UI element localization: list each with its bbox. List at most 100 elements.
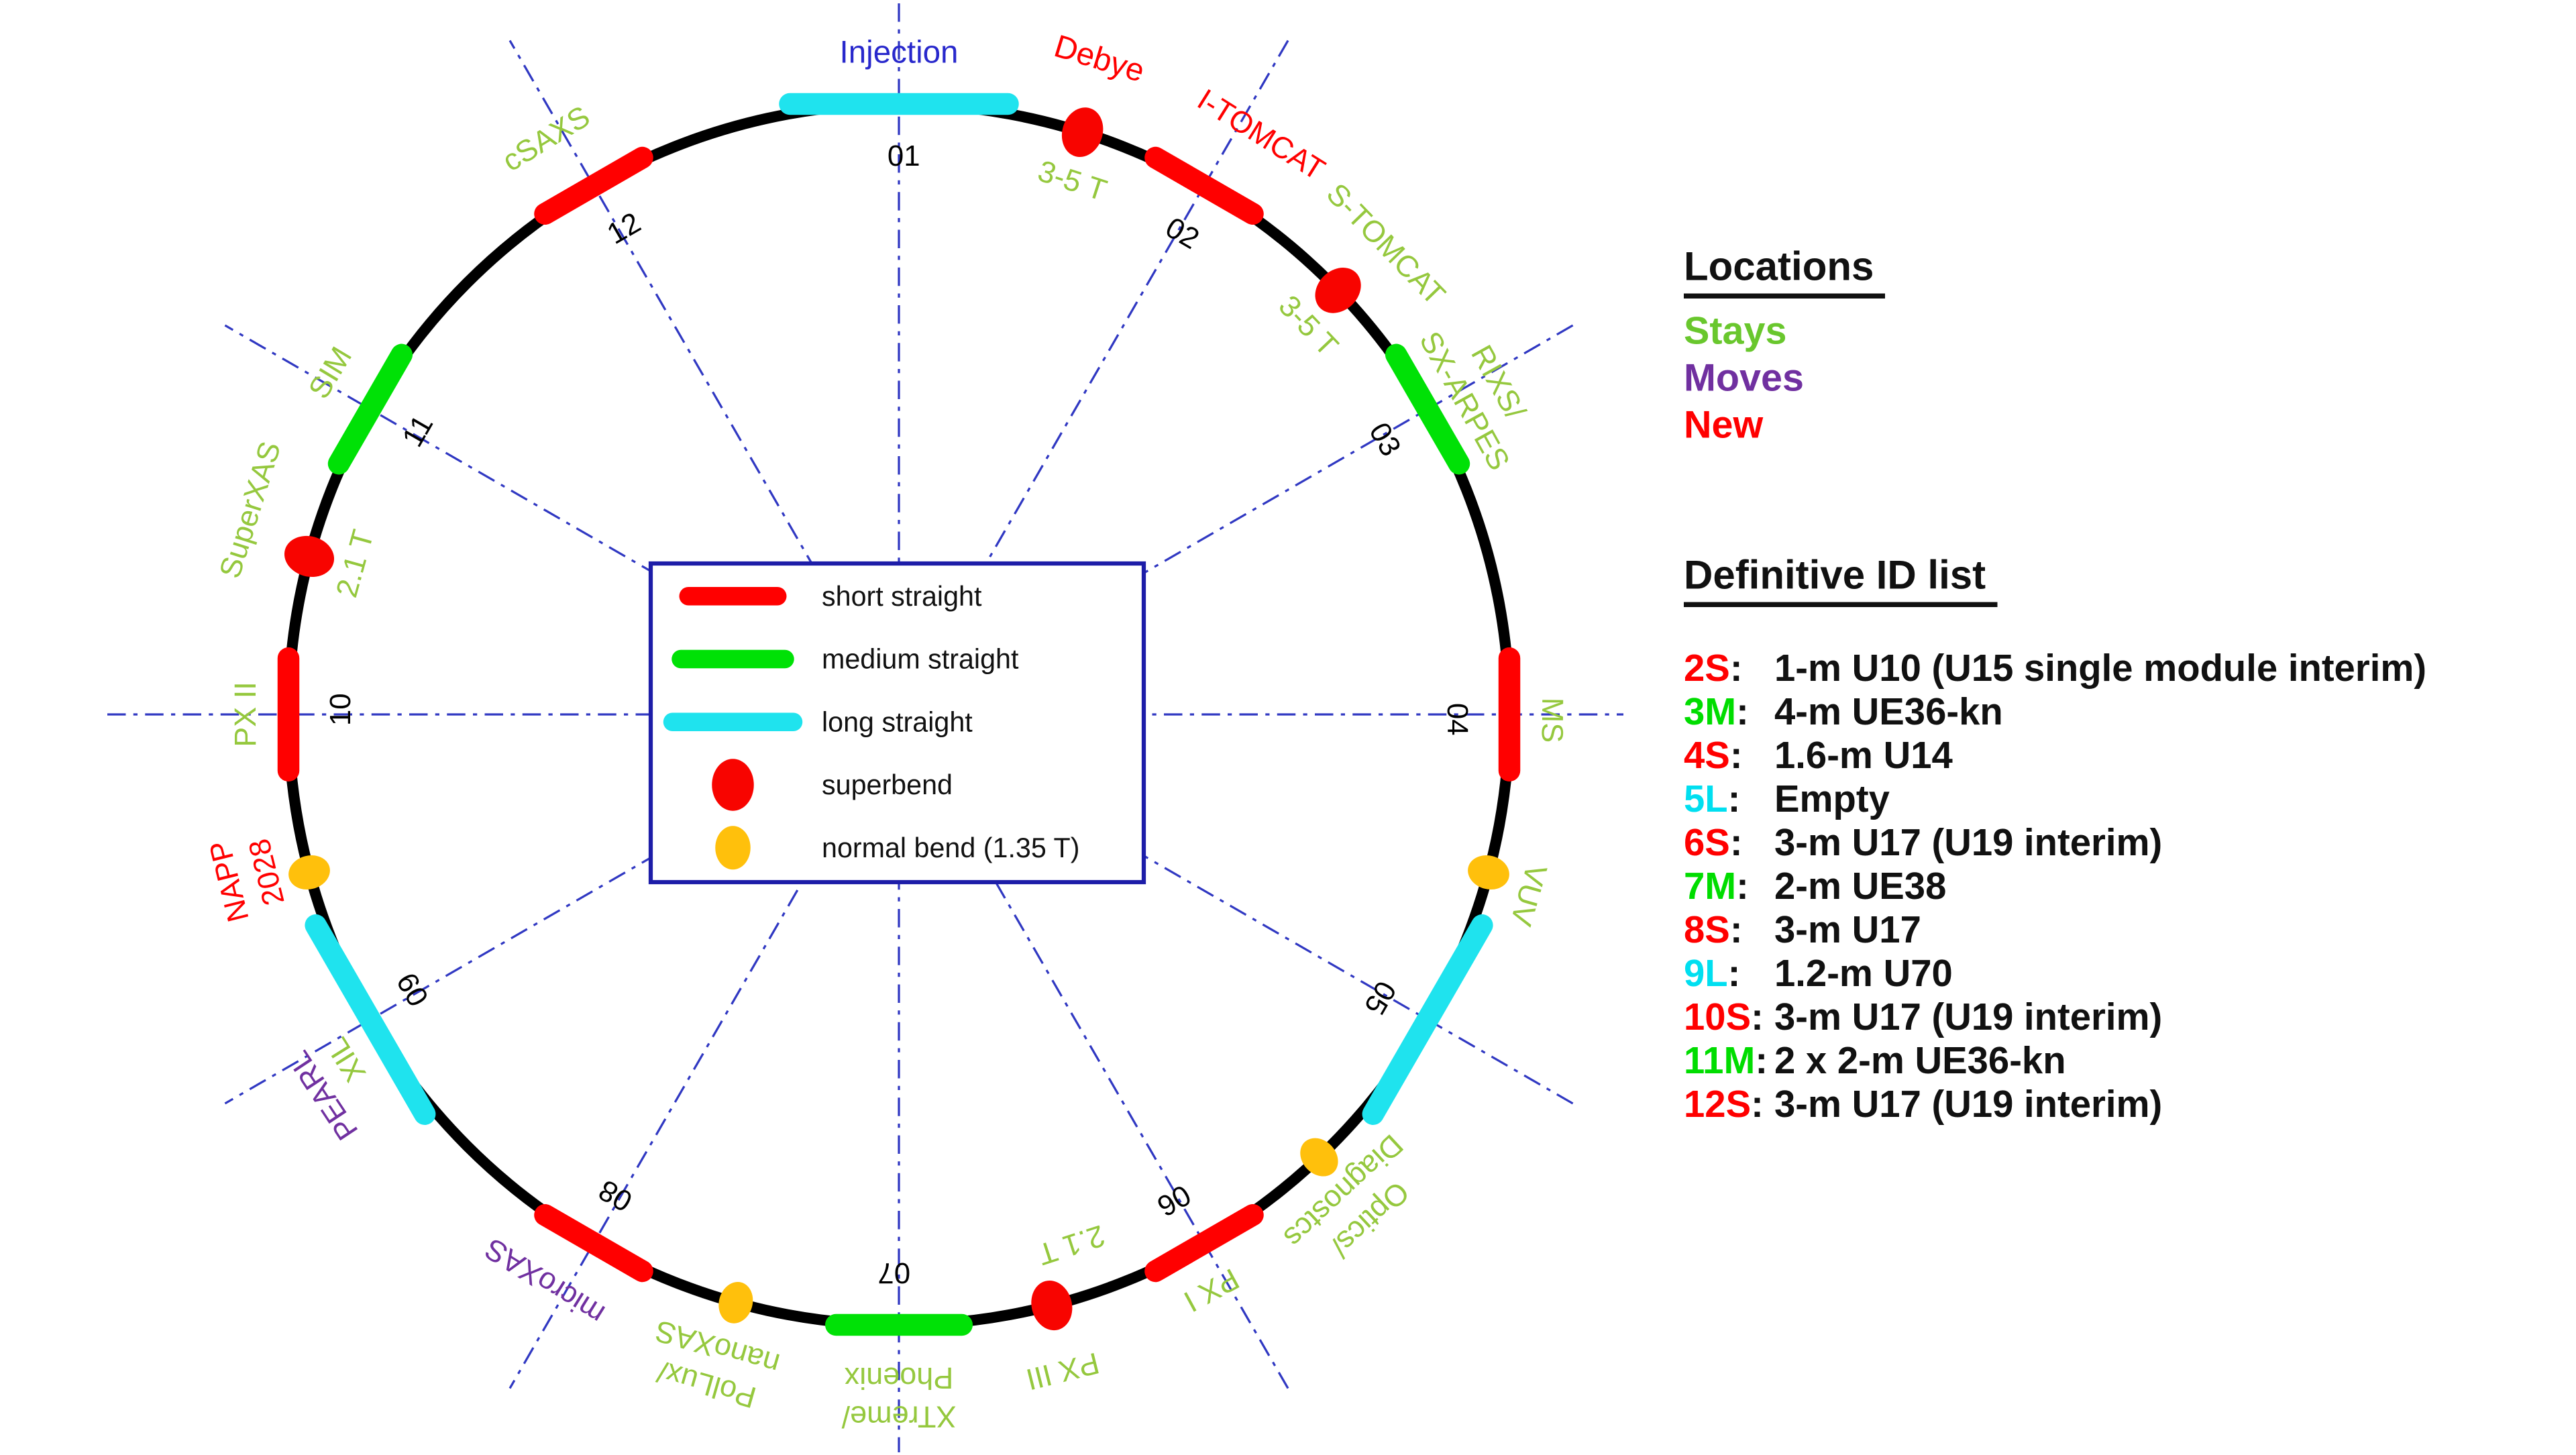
id-list-row-6s: 6S: 3-m U17 (U19 interim) — [1684, 822, 2426, 865]
sector-number-11: 11 — [396, 410, 439, 453]
locations-item-stays: Stays — [1684, 309, 1787, 352]
id-list-value: 3-m U17 (U19 interim) — [1774, 1083, 2163, 1126]
straight-sections — [277, 93, 1521, 1336]
label-debye-field: 3-5 T — [1034, 153, 1111, 207]
sector-axis-60deg — [224, 324, 1574, 1105]
id-list-value: 3-m U17 (U19 interim) — [1774, 822, 2163, 864]
legend-group: short straight medium straight long straig… — [648, 561, 1146, 885]
straight-11-medium — [327, 343, 413, 475]
id-list-key: 2S: — [1684, 647, 1743, 690]
superbend-s-tomcat — [1315, 268, 1361, 313]
label-superxas: SuperXAS — [212, 437, 287, 582]
label-rixs-sx-arpes: RIXS/SX-ARPES — [1413, 307, 1551, 476]
id-list-row-3m: 3M: 4-m UE36-kn — [1684, 691, 2426, 735]
legend-superbend-icon — [712, 759, 754, 811]
locations-item-moves: Moves — [1684, 356, 1804, 399]
superbend-debye — [1061, 107, 1104, 158]
legend-item-label: short straight — [822, 581, 982, 612]
normal-bend-napp — [288, 855, 330, 890]
id-list-key: 7M: — [1684, 865, 1749, 908]
label-superxas-field: 2.1 T — [329, 526, 380, 601]
id-list-value: 1.6-m U14 — [1774, 735, 1953, 777]
id-list-value: 2 x 2-m UE36-kn — [1774, 1040, 2066, 1082]
id-list-key: 6S: — [1684, 822, 1743, 864]
id-list-key: 5L: — [1684, 778, 1741, 820]
id-list-row-9l: 9L:1.2-m U70 — [1684, 953, 2426, 996]
straight-12-short — [534, 146, 653, 225]
label-ms: MS — [1536, 698, 1570, 743]
legend-item-label: normal bend (1.35 T) — [822, 832, 1079, 863]
id-list-row-7m: 7M: 2-m UE38 — [1684, 865, 2426, 909]
id-list-key: 8S: — [1684, 909, 1743, 951]
superbend-px-iii — [1031, 1280, 1073, 1331]
id-list-value: 3-m U17 (U19 interim) — [1774, 996, 2163, 1038]
sector-axis-120deg — [224, 324, 1574, 1105]
id-list-title: Definitive ID list — [1684, 553, 2426, 607]
label-i-tomcat: I-TOMCAT — [1192, 82, 1332, 186]
legend-item-label: superbend — [822, 769, 953, 800]
straight-06-short — [1144, 1203, 1264, 1283]
sector-axis-150deg — [508, 40, 1289, 1389]
id-list-row-11m: 11M:2 x 2-m UE36-kn — [1684, 1040, 2426, 1083]
straight-02-short — [1144, 146, 1264, 225]
normal-bend-vuv — [1468, 855, 1509, 890]
straight-05-long — [1362, 914, 1493, 1125]
symbol-legend: short straight medium straight long straig… — [648, 561, 1146, 885]
normal-bend-optics-diagnostics — [1300, 1138, 1338, 1177]
label-px-iii-field: 2.1 T — [1034, 1219, 1110, 1273]
sector-axis-30deg — [508, 40, 1289, 1389]
straight-03-medium — [1385, 343, 1470, 475]
id-list-key: 10S: — [1684, 996, 1764, 1038]
id-list-row-12s: 12S:3-m U17 (U19 interim) — [1684, 1083, 2426, 1127]
sector-number-12: 12 — [602, 206, 647, 251]
label-px-iii: PX III — [1023, 1346, 1103, 1397]
sector-number-09: 09 — [390, 967, 435, 1012]
definitive-id-list-panel: Definitive ID list 2S: 1-m U10 (U15 singl… — [1684, 553, 2426, 1127]
locations-item-new: New — [1684, 402, 1764, 446]
label-injection: Injection — [840, 34, 959, 70]
sector-number-10: 10 — [324, 693, 357, 726]
straight-09-long — [305, 914, 436, 1125]
label-debye: Debye — [1051, 28, 1149, 89]
bend-magnets — [284, 107, 1509, 1331]
sector-number-04: 04 — [1441, 703, 1474, 736]
label-vuv: VUV — [1504, 861, 1554, 930]
label-px-i: PX I — [1179, 1262, 1245, 1319]
label-napp-2028: NAPP2028 — [202, 828, 292, 926]
label-px-ii: PX II — [228, 682, 262, 747]
straight-08-short — [534, 1203, 653, 1283]
label-xtreme-phoenix: XTreme/Phoenix — [841, 1362, 956, 1435]
locations-title: Locations — [1684, 245, 1886, 299]
id-list-key: 3M: — [1684, 691, 1749, 733]
label-sim: SIM — [301, 341, 358, 405]
id-list-value: 3-m U17 — [1774, 909, 1921, 951]
legend-item-label: long straight — [822, 706, 973, 737]
id-list-row-5l: 5L: Empty — [1684, 778, 2426, 822]
id-list-row-8s: 8S: 3-m U17 — [1684, 909, 2426, 953]
id-list-row-4s: 4S: 1.6-m U14 — [1684, 735, 2426, 778]
sector-number-07: 07 — [877, 1256, 910, 1289]
normal-bend-pollux-nanoxas — [718, 1282, 753, 1324]
id-list-row-10s: 10S:3-m U17 (U19 interim) — [1684, 996, 2426, 1040]
id-list-value: 1-m U10 (U15 single module interim) — [1774, 647, 2427, 690]
id-list-rows: 2S:1-m U10 (U15 single module interim)3M… — [1684, 647, 2426, 1127]
id-list-key: 11M: — [1684, 1040, 1768, 1082]
id-list-key: 4S: — [1684, 735, 1743, 777]
superbend-superxas — [284, 535, 335, 578]
id-list-value: Empty — [1774, 778, 1890, 820]
sector-number-08: 08 — [593, 1173, 638, 1218]
id-list-key: 12S: — [1684, 1083, 1764, 1126]
id-list-value: 4-m UE36-kn — [1774, 691, 2003, 733]
legend-item-label: medium straight — [822, 644, 1019, 675]
id-list-value: 1.2-m U70 — [1774, 953, 1953, 995]
label-pollux-nanoxas: PolLux/nanoXAS — [641, 1314, 784, 1419]
sector-number-01: 01 — [888, 140, 920, 172]
legend-normal-bend-icon — [715, 826, 751, 870]
label-csaxs: cSAXS — [496, 99, 595, 178]
id-list-row-2s: 2S: 1-m U10 (U15 single module interim) — [1684, 647, 2426, 691]
id-list-value: 2-m UE38 — [1774, 865, 1947, 908]
